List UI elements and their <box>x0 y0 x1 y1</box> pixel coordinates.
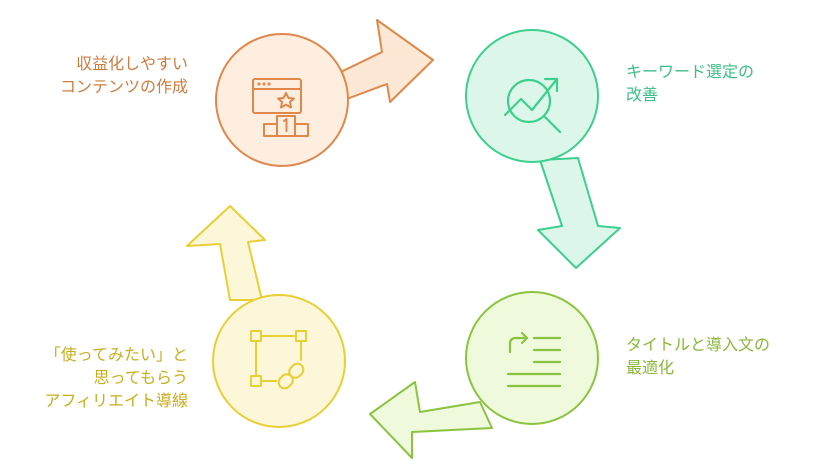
step-circle-content <box>215 33 349 167</box>
step-circle-title <box>465 291 599 425</box>
step-label-keyword: キーワード選定の 改善 <box>626 62 755 104</box>
nodes-link-icon <box>250 330 307 390</box>
arrow-content-to-keyword <box>319 19 434 103</box>
step-label-title: タイトルと導入文の 最適化 <box>626 335 771 377</box>
arrow-title-to-affiliate <box>369 381 493 459</box>
step-circle-keyword <box>465 29 599 163</box>
webpage-star-podium-icon <box>252 78 309 137</box>
step-label-affiliate: 「使ってみたい」と 思ってもらう アフィリエイト導線 <box>44 345 188 410</box>
search-trend-arrow-icon <box>503 77 562 134</box>
step-label-content: 収益化しやすい コンテンツの作成 <box>59 54 188 96</box>
indent-text-lines-icon <box>506 331 562 388</box>
arrow-affiliate-to-content <box>186 205 266 301</box>
arrow-keyword-to-title <box>537 157 621 269</box>
step-circle-affiliate <box>212 294 346 428</box>
